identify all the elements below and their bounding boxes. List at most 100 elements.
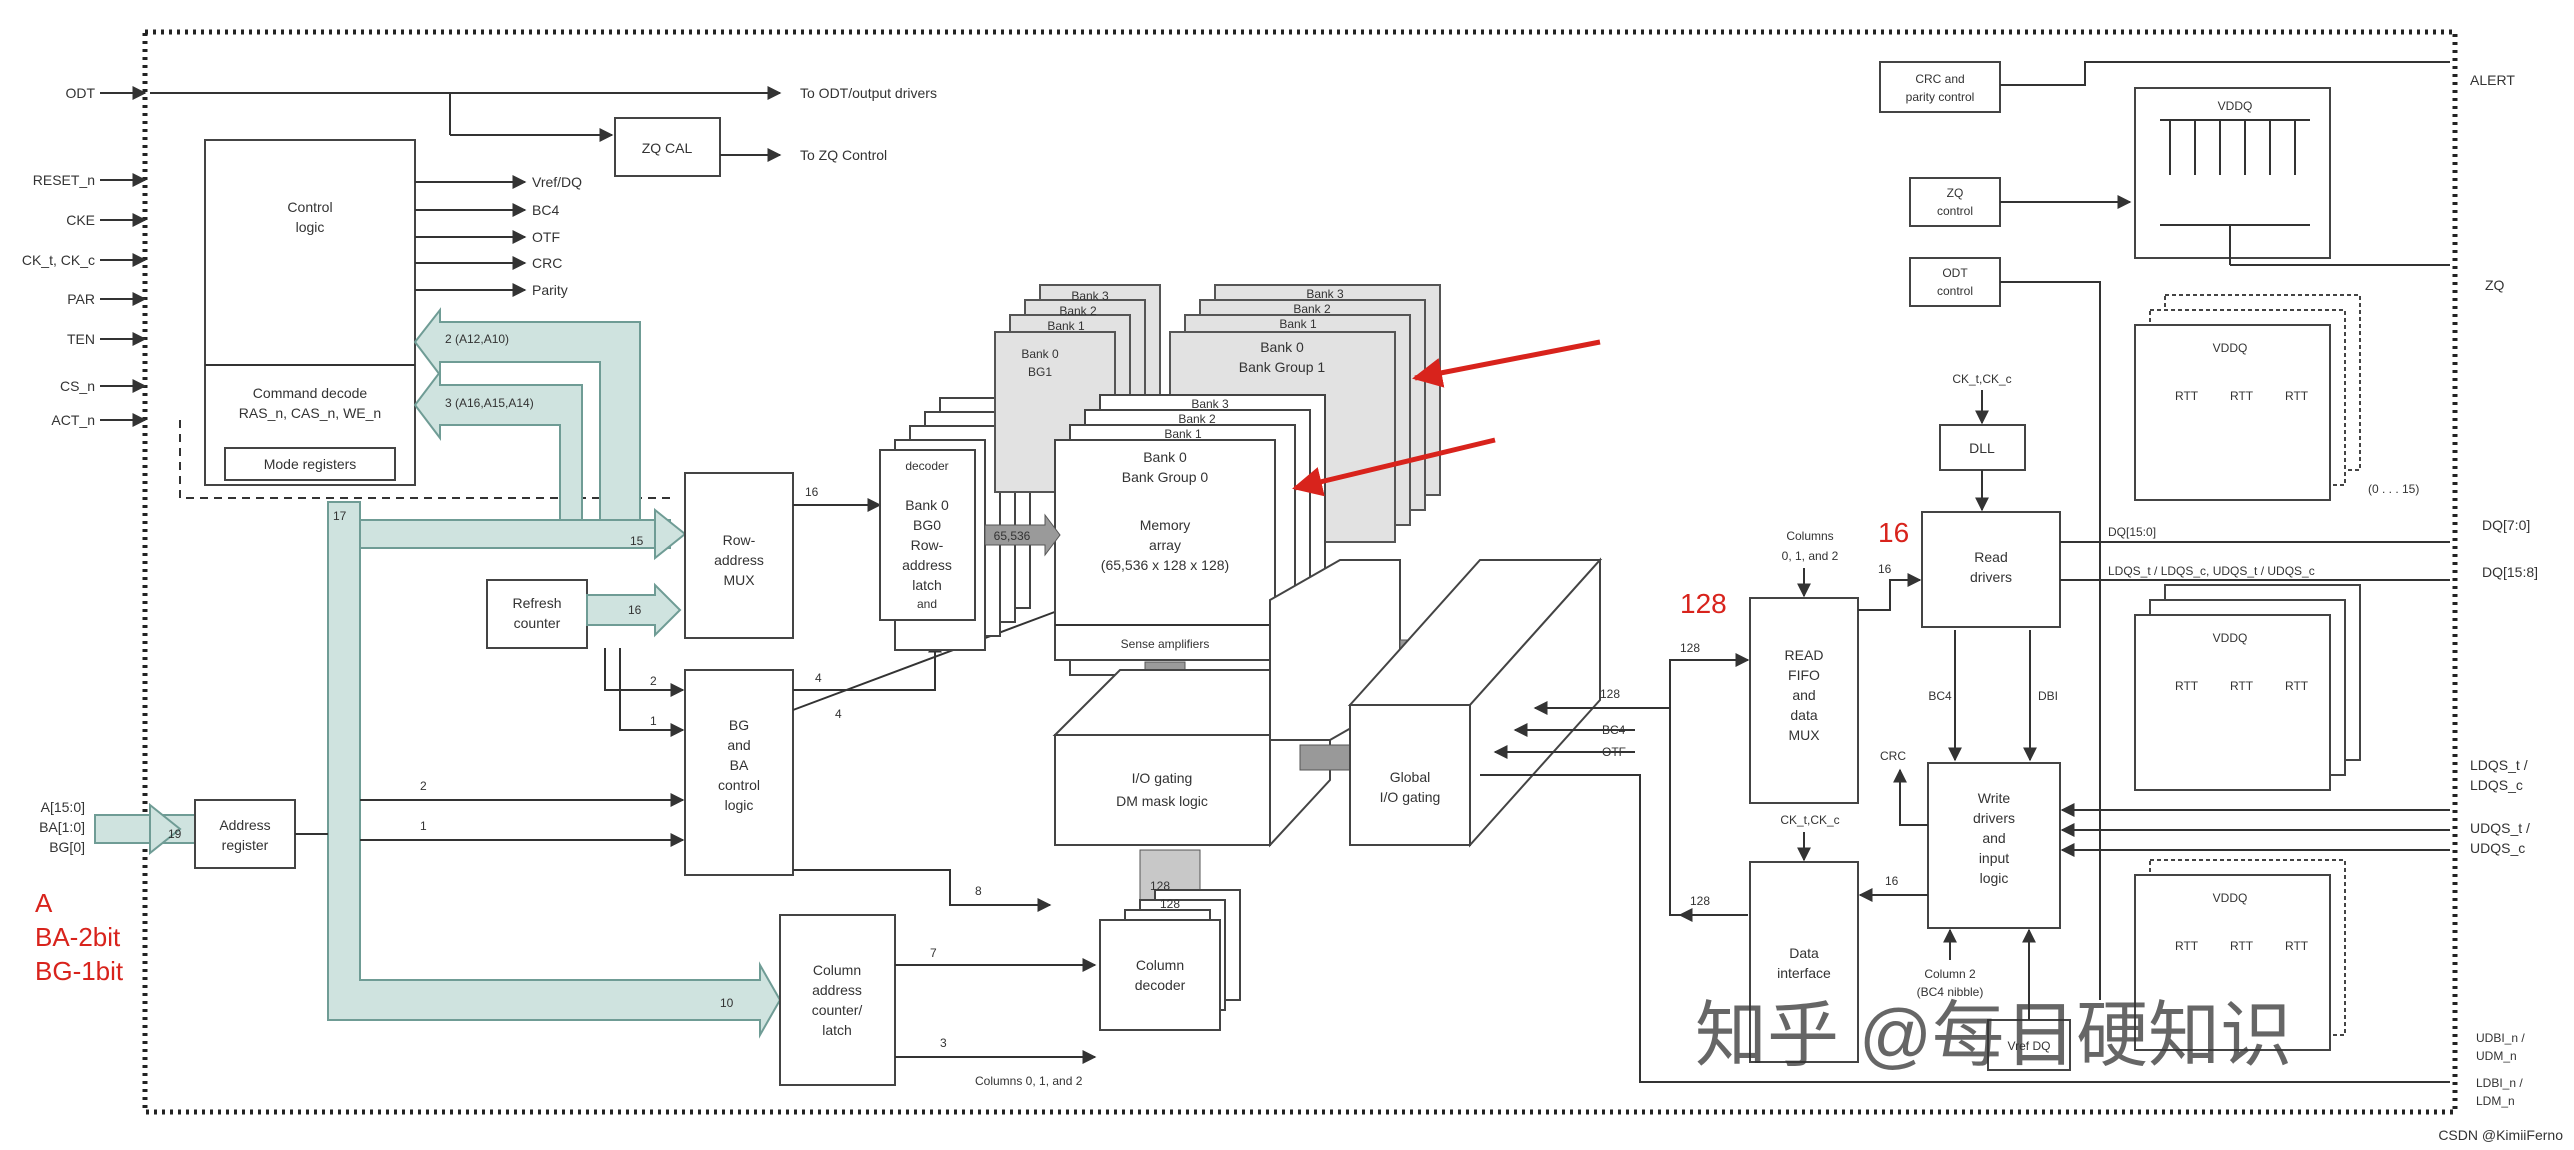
pin-reset: RESET_n — [33, 172, 95, 188]
odt-control-block — [1909, 257, 2001, 307]
dqs-bus-label: LDQS_t / LDQS_c, UDQS_t / UDQS_c — [2108, 564, 2315, 578]
pin-dq-high: DQ[15:8] — [2482, 564, 2538, 580]
refresh-counter-label-1: Refresh — [512, 595, 561, 611]
crc-parity-label-2: parity control — [1906, 90, 1975, 104]
columns-012-label: Columns 0, 1, and 2 — [975, 1074, 1083, 1088]
sense-amplifiers-label: Sense amplifiers — [1121, 637, 1210, 651]
cd-width-128-a: 128 — [1150, 879, 1170, 893]
data-interface-block — [1749, 861, 1859, 1063]
ca-width-3: 3 — [940, 1036, 947, 1050]
zq-control-label-2: control — [1937, 204, 1973, 218]
dq-bus-label: DQ[15:0] — [2108, 525, 2156, 539]
zq-vddq-label: VDDQ — [2218, 99, 2253, 113]
write-drivers-block — [1927, 762, 2061, 929]
memory-array-label-2: array — [1149, 537, 1181, 553]
chip-boundary — [142, 29, 2458, 1115]
address-bus: 2 (A12,A10) 3 (A16,A15,A14) 19 17 15 10 — [94, 307, 782, 1039]
pin-odt: ODT — [65, 85, 95, 101]
gio-width-128: 128 — [1600, 687, 1620, 701]
row-width-16: 16 — [805, 485, 819, 499]
credit-text: CSDN @KimiiFerno — [2438, 1127, 2563, 1143]
bg0-bank2-label: Bank 2 — [1178, 412, 1216, 426]
bg1-bank3-label: Bank 3 — [1071, 289, 1109, 303]
di-ck-label: CK_t,CK_c — [1780, 813, 1839, 827]
bg-width-2a: 2 — [650, 674, 657, 688]
red-arrow-bank-group-0 — [1292, 437, 1496, 497]
fifo-width-128: 128 — [1680, 641, 1700, 655]
dq-top-vddq-label: VDDQ — [2213, 341, 2248, 355]
dq-top-rtt-2: RTT — [2230, 389, 2254, 403]
row-latch-label-5: latch — [912, 577, 942, 593]
bg1-name-label: Bank Group 1 — [1239, 359, 1326, 375]
cd-width-128-b: 128 — [1160, 897, 1180, 911]
row-latch-label-4: address — [902, 557, 952, 573]
vref-dq-block — [1987, 1019, 2071, 1071]
dqs-rtt-2: RTT — [2230, 679, 2254, 693]
gio-bc4-label: BC4 — [1602, 723, 1626, 737]
row-latch-label-2: BG0 — [913, 517, 941, 533]
odt-control-label-1: ODT — [1942, 266, 1968, 280]
columns-top-label-1: Columns — [1786, 529, 1833, 543]
wd-width-16: 16 — [1885, 874, 1899, 888]
column2-label-1: Column 2 — [1924, 967, 1976, 981]
dqs-rtt-1: RTT — [2175, 679, 2199, 693]
bus-width-17: 17 — [333, 509, 347, 523]
dm-rtt-2: RTT — [2230, 939, 2254, 953]
column-decoder-label-1: Column — [1136, 957, 1184, 973]
mode-registers-block — [224, 447, 396, 481]
write-drivers-label-4: input — [1979, 850, 2009, 866]
crc-parity-block — [1879, 61, 2001, 113]
bg1-small-bg1-label: BG1 — [1028, 365, 1052, 379]
red-arrow-bank-group-1 — [1412, 339, 1601, 388]
bank-group-0-stack: Bank 3 Bank 2 Bank 1 Bank 0 Bank Group 0… — [1054, 394, 1326, 676]
dll-block — [1939, 424, 2026, 471]
read-drivers-label-2: drivers — [1970, 569, 2012, 585]
column2-label-2: (BC4 nibble) — [1917, 985, 1984, 999]
bg0-bank0-label: Bank 0 — [1143, 449, 1187, 465]
control-logic-label-2: logic — [296, 219, 325, 235]
column-decoder-stack — [1099, 849, 1241, 1031]
odt-control-label-2: control — [1937, 284, 1973, 298]
memory-array-label-3: (65,536 x 128 x 128) — [1101, 557, 1229, 573]
bc4-mid-label: BC4 — [1928, 689, 1952, 703]
out-otf: OTF — [532, 229, 560, 245]
annotation-128: 128 — [1680, 588, 1727, 619]
row-latch-label-6: and — [917, 597, 937, 611]
column-addr-label-4: latch — [822, 1022, 852, 1038]
bg1-bank2-label: Bank 2 — [1059, 304, 1097, 318]
bg1-big-bank2-label: Bank 2 — [1293, 302, 1331, 316]
read-drivers-label-1: Read — [1974, 549, 2007, 565]
out-parity: Parity — [532, 282, 568, 298]
bg-width-8: 8 — [975, 884, 982, 898]
dm-vddq-label: VDDQ — [2213, 891, 2248, 905]
bus-width-19: 19 — [168, 827, 182, 841]
row-address-latch-block — [879, 449, 976, 621]
row-mux-label-3: MUX — [723, 572, 755, 588]
control-logic-block — [204, 139, 416, 486]
row-address-mux-block — [684, 472, 794, 639]
pin-udqs-2: UDQS_c — [2470, 840, 2525, 856]
write-drivers-label-1: Write — [1978, 790, 2011, 806]
dll-ck-label: CK_t,CK_c — [1952, 372, 2011, 386]
pin-act: ACT_n — [51, 412, 95, 428]
to-zq-control-label: To ZQ Control — [800, 147, 887, 163]
row-mux-label-2: address — [714, 552, 764, 568]
out-vref: Vref/DQ — [532, 174, 582, 190]
bg-width-1b: 1 — [420, 819, 427, 833]
io-gating-label-2: DM mask logic — [1116, 793, 1208, 809]
control-outputs: Vref/DQ BC4 OTF CRC Parity — [415, 174, 582, 298]
bg1-small-bank0-label: Bank 0 — [1021, 347, 1059, 361]
pin-alert: ALERT — [2470, 72, 2515, 88]
bg0-bank3-label: Bank 3 — [1191, 397, 1229, 411]
io-gating-label-1: I/O gating — [1132, 770, 1193, 786]
pin-cke: CKE — [66, 212, 95, 228]
zq-resistor-bank: VDDQ — [2134, 87, 2331, 265]
out-bc4: BC4 — [532, 202, 559, 218]
row-bus-label: 65,536 — [994, 529, 1031, 543]
annotation-bg: BG-1bit — [35, 956, 124, 986]
columns-top-label-2: 0, 1, and 2 — [1782, 549, 1839, 563]
bg-width-2b: 2 — [420, 779, 427, 793]
memory-array-label-1: Memory — [1140, 517, 1191, 533]
vref-dq-label: Vref DQ — [2008, 1039, 2051, 1053]
write-drivers-label-2: drivers — [1973, 810, 2015, 826]
